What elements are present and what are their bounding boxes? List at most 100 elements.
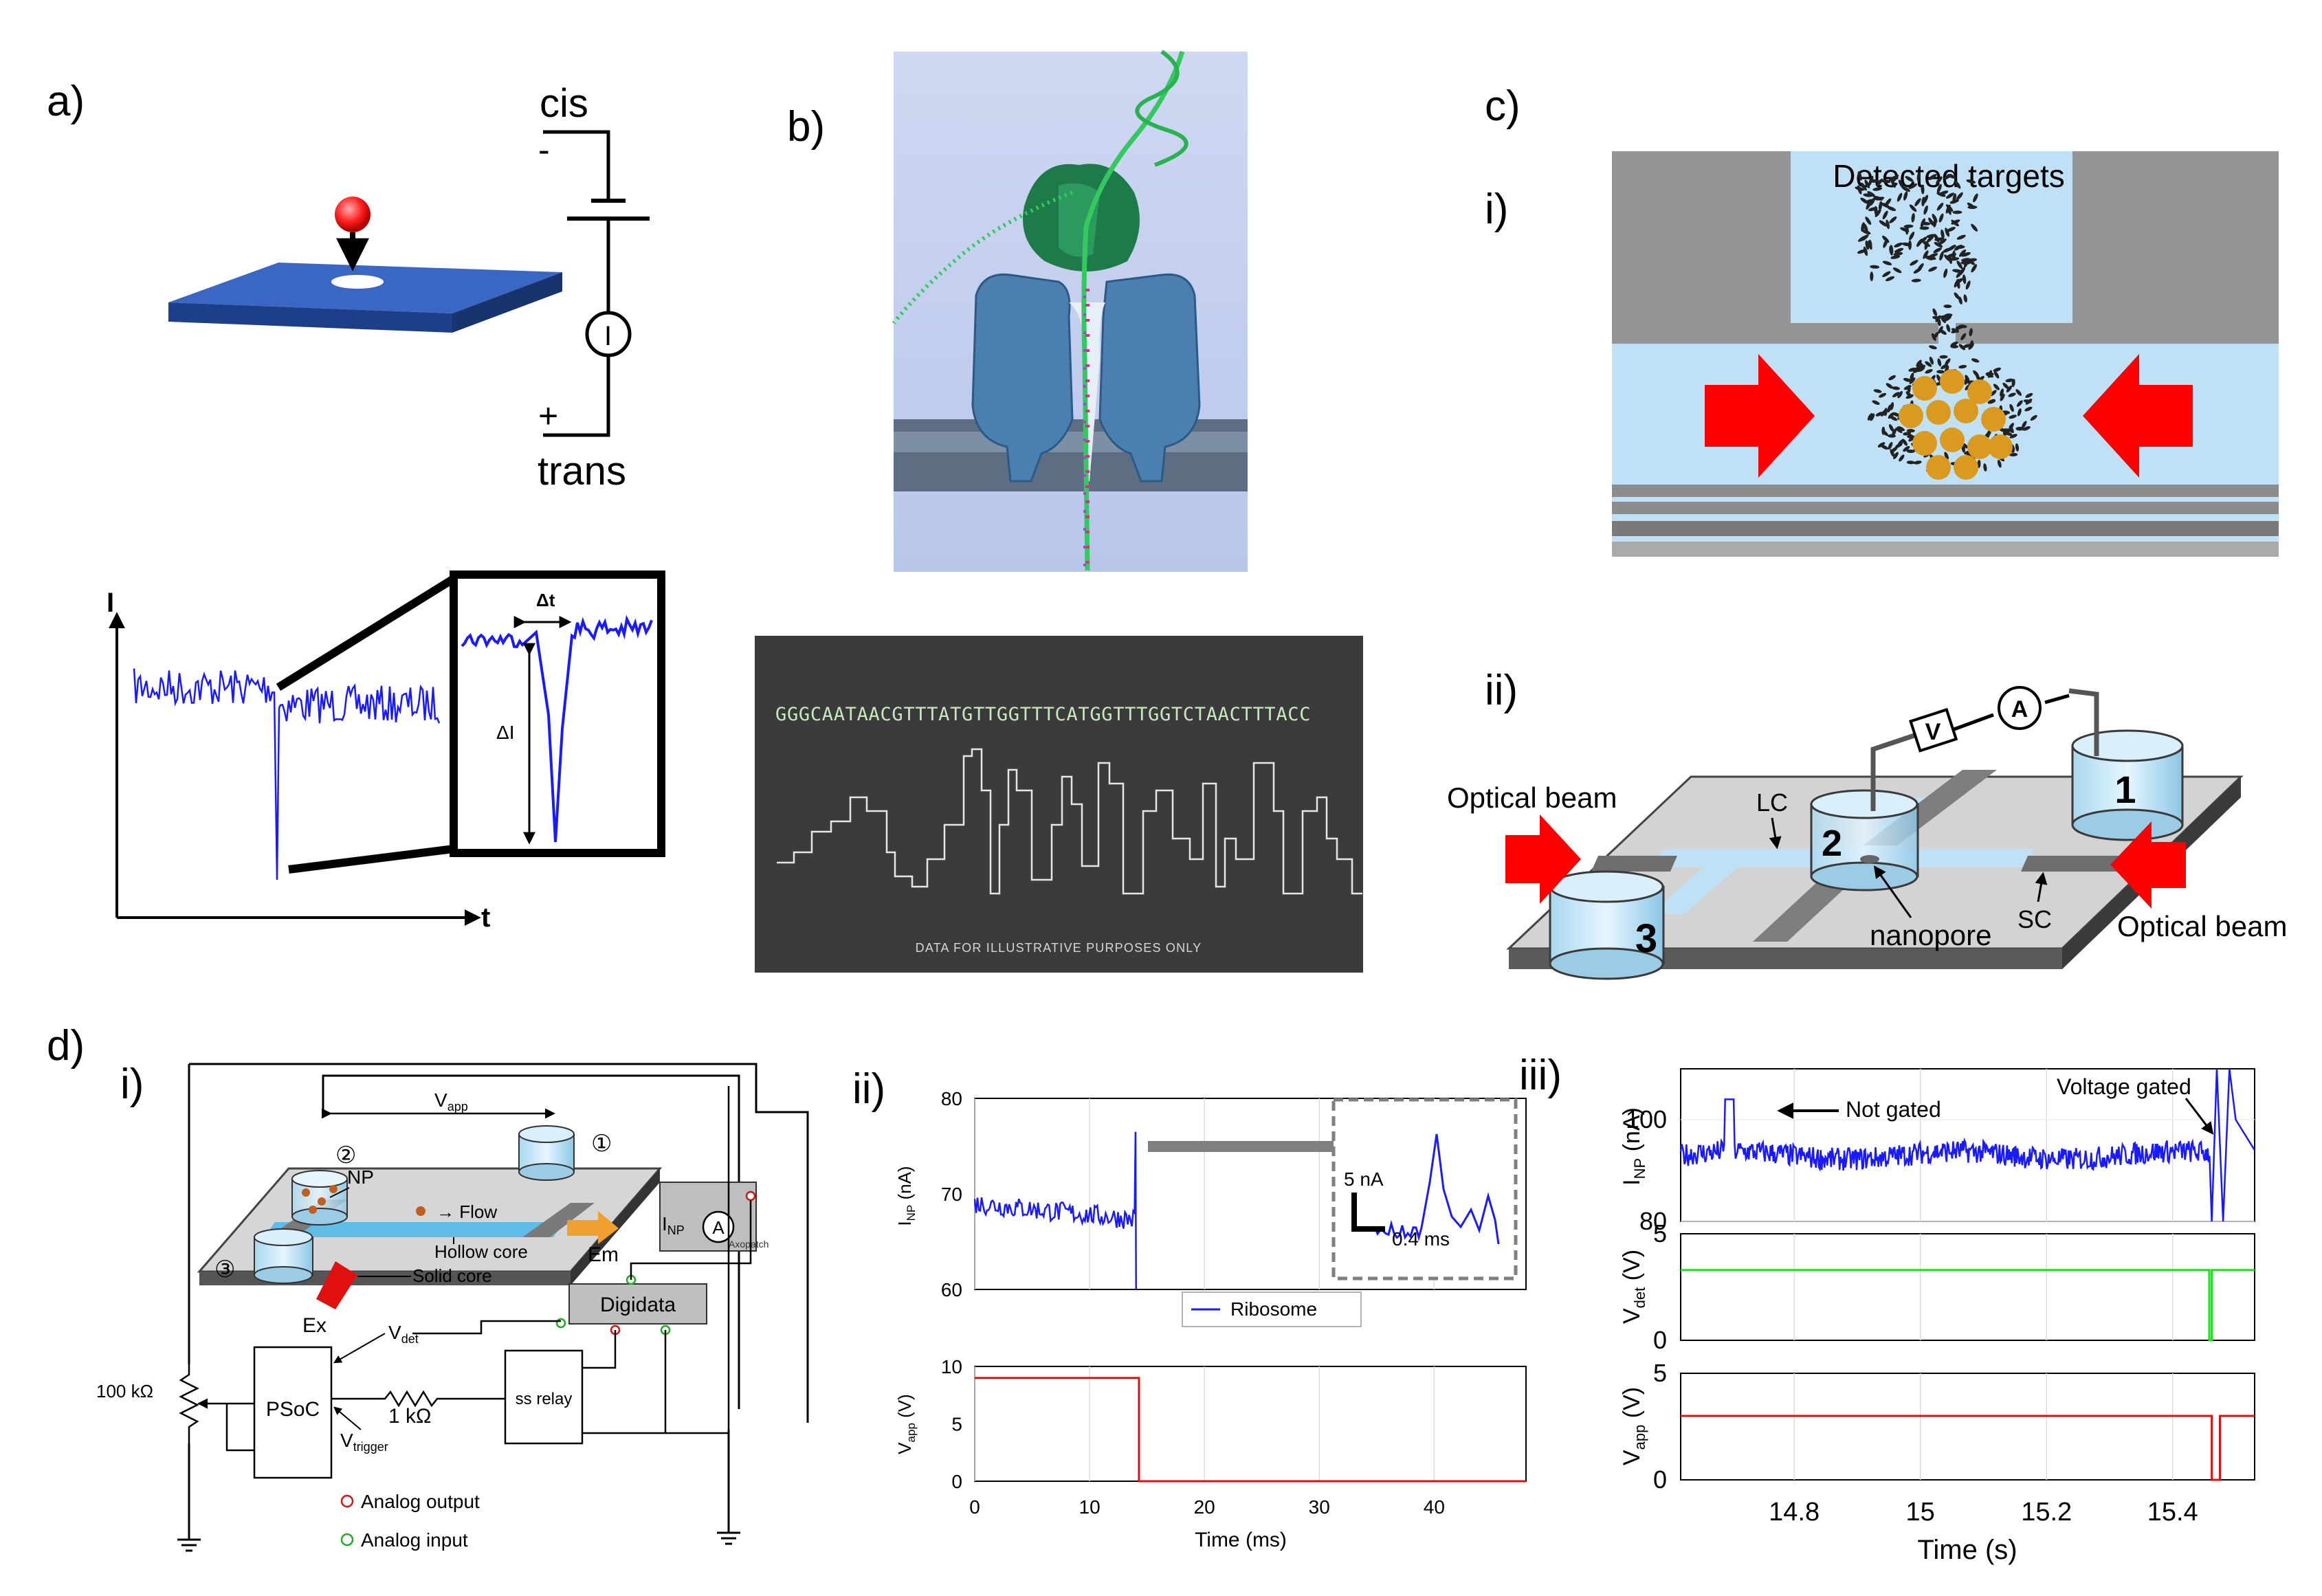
reservoir-num-1: ① <box>591 1131 612 1157</box>
panel-label-d-i: i) <box>120 1061 144 1108</box>
lc-pointer <box>1769 817 1782 850</box>
zoom-line-top <box>276 575 456 691</box>
squiggle-trace <box>777 748 1362 895</box>
y-tick-label: 5 <box>1653 1359 1667 1387</box>
digidata-box <box>568 1283 707 1325</box>
vdet-label: Vdet <box>388 1322 419 1346</box>
reservoir-2-d <box>291 1170 348 1226</box>
wire-top <box>543 130 610 201</box>
y-tick-label: 5 <box>1653 1219 1667 1248</box>
voltmeter: V <box>1909 707 1958 753</box>
outer-wire-loop <box>189 1063 809 1423</box>
reservoir-num-3: ③ <box>214 1256 235 1283</box>
sc-pointer <box>2035 872 2048 902</box>
em-label: Em <box>588 1243 619 1266</box>
vdet-plot: 50 <box>1653 1219 2255 1354</box>
ground-symbol-right <box>717 1531 740 1545</box>
vapp-label: Vapp <box>434 1089 468 1113</box>
reservoir-1-d <box>518 1125 575 1181</box>
panel-label-b: b) <box>787 103 825 151</box>
inset-trace <box>1373 1133 1500 1245</box>
optical-beam-arrow-left <box>1505 814 1581 904</box>
panel-label-d-ii: ii) <box>852 1065 885 1113</box>
vtrigger-label: Vtrigger <box>340 1430 388 1454</box>
panel-b: GGGCAATAACGTTTATGTTGGTTTCATGGTTTGGTCTAAC… <box>755 49 1363 973</box>
substrate-layer-4 <box>1612 542 2279 557</box>
plus-sign: + <box>538 397 558 435</box>
x-tick-label: 14.8 <box>1769 1498 1820 1527</box>
panel-label-c: c) <box>1485 82 1521 130</box>
axis-x-label: t <box>481 902 490 933</box>
relay-label: ss relay <box>516 1390 573 1408</box>
inset-box <box>1331 1098 1518 1281</box>
lipid-bilayer <box>894 419 1248 491</box>
svg-text:1: 1 <box>2114 768 2136 811</box>
pot-label: 100 kΩ <box>96 1381 153 1401</box>
legend-output-marker <box>340 1494 354 1508</box>
x-tick-label: 40 <box>1424 1496 1445 1518</box>
substrate-layer-2 <box>1612 502 2279 514</box>
x-tick-label: 10 <box>1079 1496 1101 1518</box>
optical-beam-arrow-right <box>2110 821 2186 909</box>
optical-beam-label-right: Optical beam <box>2117 910 2287 942</box>
svg-text:2: 2 <box>1822 823 1842 864</box>
panel-label-d-iii: iii) <box>1519 1052 1562 1099</box>
panel-c-ii: 1 2 3 V A Optical beam <box>1447 686 2287 980</box>
legend-ribosome: Ribosome <box>1230 1298 1317 1320</box>
inp-gated-trace <box>1679 1068 2256 1222</box>
ammeter: A <box>1998 686 2042 730</box>
panel-label-c-i: i) <box>1485 186 1508 233</box>
vdet-wire <box>412 1320 561 1335</box>
vapp-trace <box>975 1377 1526 1483</box>
vapp-gated-trace <box>1681 1415 2255 1481</box>
reservoir-num-2: ② <box>335 1142 356 1168</box>
ammeter-label: I <box>604 321 612 351</box>
digidata-to-axopatch <box>630 1200 752 1280</box>
y-tick-label: 0 <box>951 1471 962 1492</box>
digidata-label: Digidata <box>600 1294 676 1316</box>
minus-sign: - <box>538 131 550 169</box>
y-tick-label: 0 <box>1653 1465 1667 1494</box>
zoom-line-bottom <box>288 845 454 874</box>
dna-strand-displaced <box>892 190 1074 324</box>
relay-out <box>582 1330 667 1434</box>
panel-label-d: d) <box>47 1022 85 1069</box>
solid-core-right <box>2021 856 2124 872</box>
scale-bar <box>1351 1193 1385 1232</box>
vapp-gated-axis-label: Vapp (V) <box>1619 1387 1648 1465</box>
x-tick-label: 15 <box>1906 1498 1935 1527</box>
electrode-wire <box>1870 733 1916 811</box>
svg-text:V: V <box>1925 719 1941 745</box>
substrate-layer-3 <box>1612 521 2279 536</box>
nanopore-pointer <box>1873 865 1912 918</box>
meter-link-2 <box>2044 694 2070 705</box>
np-label: NP <box>347 1166 374 1188</box>
y-tick-label: 60 <box>941 1279 962 1300</box>
svg-text:A: A <box>2011 696 2028 722</box>
reservoir-1: 1 <box>2071 729 2184 841</box>
potentiometer <box>179 1364 199 1443</box>
np-pointer <box>329 1187 350 1198</box>
x-tick-label: 15.4 <box>2147 1498 2198 1527</box>
ribosome-trace <box>973 1131 1137 1290</box>
relay-to-vapp <box>665 1086 730 1434</box>
vtrigger-arrow <box>333 1406 362 1430</box>
electrode-wire-2 <box>2068 688 2099 756</box>
top-wall-left <box>1612 151 1791 335</box>
current-trace <box>133 668 441 880</box>
axis-y-label: I <box>107 588 114 618</box>
meter-link <box>1951 713 1994 732</box>
pore-protein-left <box>971 273 1074 483</box>
top-wall-right <box>2072 151 2279 335</box>
svg-text:A: A <box>712 1217 725 1238</box>
vapp-axis-label: Vapp (V) <box>894 1394 918 1454</box>
solid-core-label: Solid core <box>412 1265 492 1286</box>
relay-to-digidata <box>582 1330 617 1369</box>
voltage-gated-label: Voltage gated <box>2057 1074 2191 1099</box>
voltage-gated-arrow <box>2185 1098 2214 1135</box>
vdet-axis-label: Vdet (V) <box>1619 1250 1648 1324</box>
ex-label: Ex <box>302 1314 327 1337</box>
